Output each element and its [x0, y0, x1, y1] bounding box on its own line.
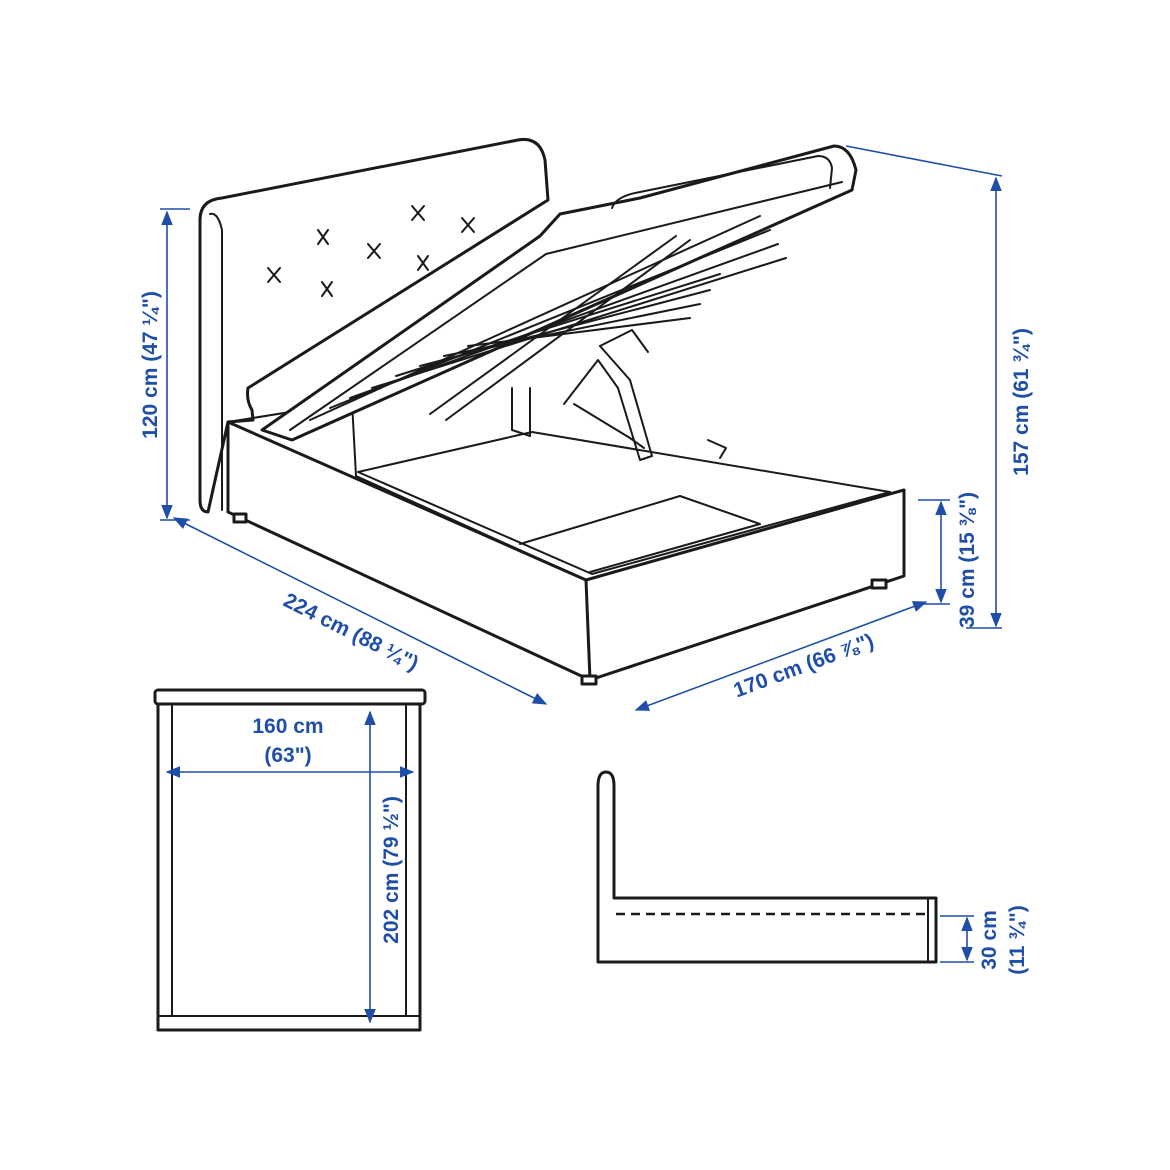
mattress-width-in-label: (63")	[264, 744, 311, 767]
slats	[309, 215, 787, 421]
gas-lift-mechanism	[511, 329, 653, 461]
headboard-height-label: 120 cm (47 ¼")	[139, 291, 162, 439]
mattress-length-label: 202 cm (79 ½")	[380, 796, 403, 944]
tufting-buttons	[267, 205, 475, 297]
frame-height-label: 39 cm (15 ⅜")	[956, 492, 979, 628]
side-view-outline	[596, 770, 938, 964]
side-height-in-label: (11 ¾")	[1006, 905, 1029, 975]
dimension-lines	[160, 145, 1003, 1024]
side-height-cm-label: 30 cm	[978, 910, 1001, 970]
bed-frame	[226, 420, 906, 682]
mattress-width-cm-label: 160 cm	[252, 715, 323, 738]
total-height-label: 157 cm (61 ¾")	[1010, 328, 1033, 476]
lifted-slat-base	[260, 144, 858, 442]
headboard	[198, 137, 550, 514]
